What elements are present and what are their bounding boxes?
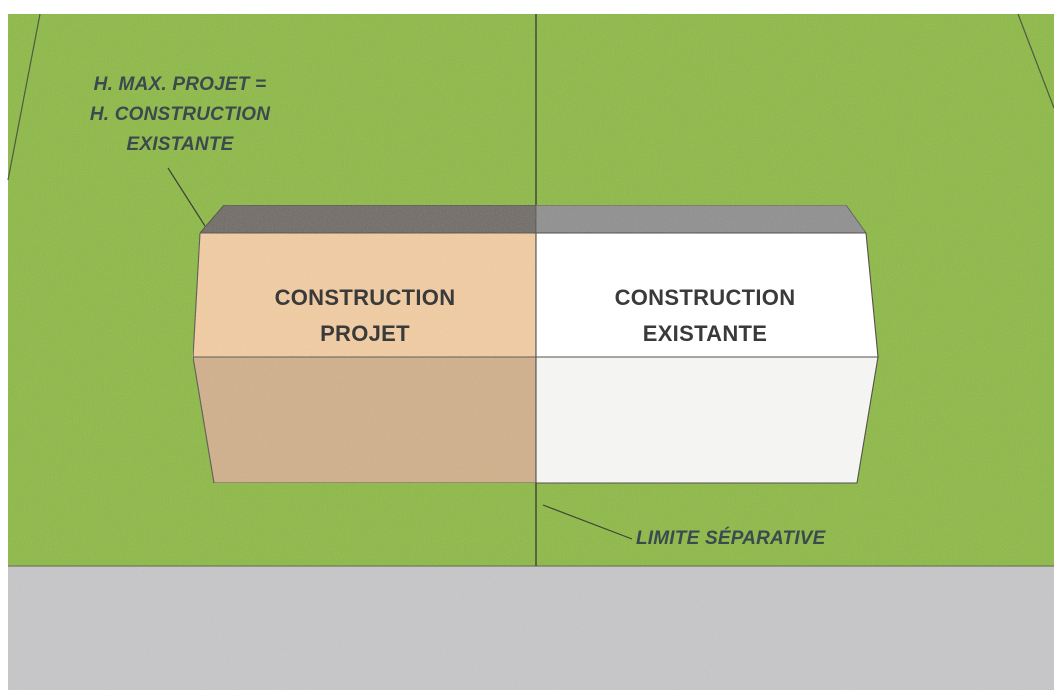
project-building-label: CONSTRUCTION PROJET [220,280,510,352]
height-annotation-line1: H. MAX. PROJET = [93,74,267,95]
project-building-label-line2: PROJET [320,321,410,346]
project-building-label-line1: CONSTRUCTION [274,285,456,310]
existing-building-label-line2: EXISTANTE [642,321,768,346]
parcel-line-left [7,13,41,181]
height-annotation: H. MAX. PROJET = H. CONSTRUCTION EXISTAN… [60,70,300,160]
height-annotation-line2: H. CONSTRUCTION [89,104,271,125]
project-roof [198,204,537,234]
height-leader-line [167,167,206,227]
road-area [8,566,1054,690]
boundary-annotation: LIMITE SÉPARATIVE [636,528,826,549]
existing-building-label-line1: CONSTRUCTION [614,285,796,310]
existing-roof [535,204,867,234]
height-annotation-line3: EXISTANTE [126,134,234,155]
boundary-leader-line [542,504,633,540]
project-base [192,356,537,484]
parcel-line-right [1017,13,1054,109]
existing-building-label: CONSTRUCTION EXISTANTE [560,280,850,352]
existing-base [535,356,879,484]
